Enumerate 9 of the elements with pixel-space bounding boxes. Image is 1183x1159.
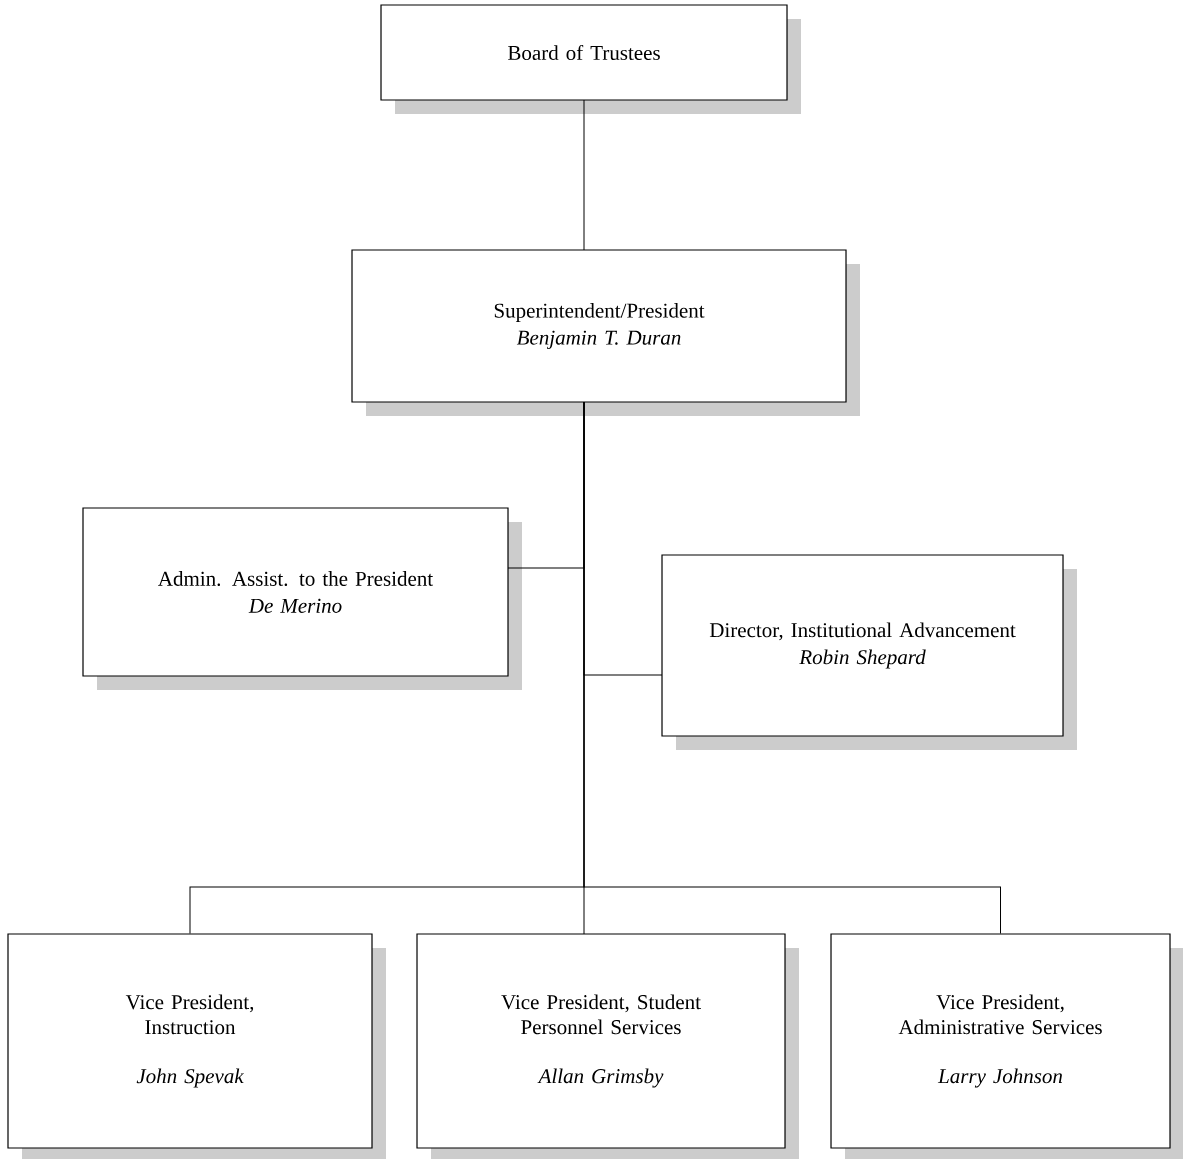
org-box: Vice President, Instruction John Spevak xyxy=(7,933,386,1159)
org-box: Admin. Assist. to the President De Merino xyxy=(82,507,522,690)
connector-line xyxy=(583,99,585,251)
org-box: Vice President, Administrative Services Larry Johnson xyxy=(830,933,1183,1159)
org-box: Vice President, Student Personnel Services Allan Grimsby xyxy=(416,933,799,1159)
org-box: Board of Trustees xyxy=(380,4,801,114)
connector-line xyxy=(583,401,1001,934)
org-box: Director, Institutional Advancement Robin Shepard xyxy=(661,554,1077,750)
org-box: Superintendent/President Benjamin T. Duran xyxy=(351,249,860,416)
